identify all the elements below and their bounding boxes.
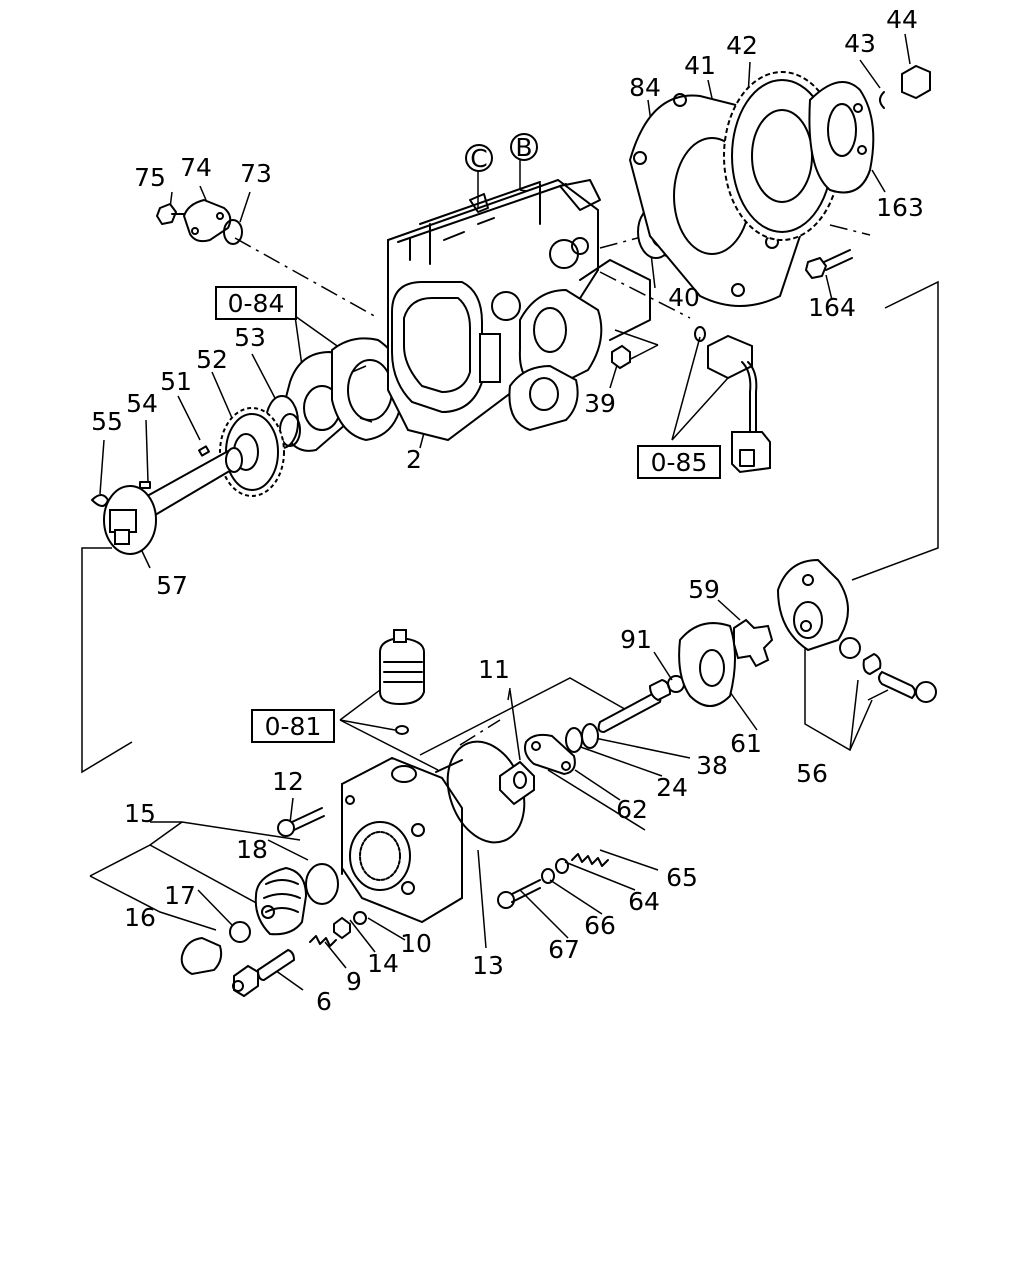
callout-41: 41: [684, 51, 716, 80]
svg-text:B: B: [515, 133, 532, 162]
part-164-bolt: [805, 249, 853, 279]
callout-59: 59: [688, 575, 720, 604]
callout-56: 56: [796, 759, 828, 788]
part-43-clip: [879, 91, 885, 109]
callout-74: 74: [180, 153, 212, 182]
callout-67: 67: [548, 935, 580, 964]
part-74-cover-plate: [182, 198, 232, 243]
part-24-washer: [565, 727, 583, 753]
boxed-reference-0-81: 0-81: [251, 709, 335, 743]
part-15-valve: [254, 866, 308, 936]
part-75-bolt: [156, 203, 187, 225]
part-59-spider: [733, 618, 774, 668]
part-65-spring: [571, 853, 609, 867]
callout-40: 40: [668, 283, 700, 312]
callout-44: 44: [886, 5, 918, 34]
callout-12: 12: [272, 767, 304, 796]
svg-text:C: C: [470, 144, 487, 173]
part-plunger: [499, 760, 535, 806]
part-163-hub: [808, 81, 875, 194]
part-12-bolt: [277, 807, 325, 837]
callout-65: 65: [666, 863, 698, 892]
callout-54: 54: [126, 389, 158, 418]
part-9-spring: [309, 935, 337, 947]
callout-43: 43: [844, 29, 876, 58]
callout-17: 17: [164, 881, 196, 910]
svg-text:0-85: 0-85: [651, 448, 708, 477]
callout-61: 61: [730, 729, 762, 758]
part-39-nut: [611, 344, 631, 370]
callout-91: 91: [620, 625, 652, 654]
callout-39: 39: [584, 389, 616, 418]
callout-52: 52: [196, 345, 228, 374]
part-18-o-ring: [305, 863, 339, 905]
callout-38: 38: [696, 751, 728, 780]
circled-reference-b: B: [510, 133, 538, 162]
boxed-reference-0-84: 0-84: [215, 286, 297, 320]
part-drive-shaft: [597, 679, 671, 733]
callout-13: 13: [472, 951, 504, 980]
part-2-pump-housing: [387, 178, 651, 442]
callout-18: 18: [236, 835, 268, 864]
callout-16: 16: [124, 903, 156, 932]
part-55-clip: [91, 494, 109, 507]
callout-73: 73: [240, 159, 272, 188]
circled-reference-c: C: [465, 144, 493, 173]
callout-51: 51: [160, 367, 192, 396]
callout-labels: 44 43 42 41 84 163 164 40 39 75 74 73 53…: [91, 5, 924, 1016]
callout-163: 163: [876, 193, 924, 222]
callout-2: 2: [406, 445, 422, 474]
callout-6: 6: [316, 987, 332, 1016]
callout-24: 24: [656, 773, 688, 802]
callout-42: 42: [726, 31, 758, 60]
part-6-nipple: [232, 948, 296, 998]
part-distributor-head: [341, 756, 463, 924]
part-0-81-solenoid: [379, 629, 425, 706]
part-66-washer: [541, 868, 555, 884]
part-57-coupling: [103, 485, 157, 555]
callout-57: 57: [156, 571, 188, 600]
part-0-85-sensor: [707, 334, 771, 474]
part-51-key: [198, 445, 210, 457]
part-44-nut: [901, 64, 931, 100]
part-61-plate: [678, 622, 736, 707]
callout-55: 55: [91, 407, 123, 436]
callout-53: 53: [234, 323, 266, 352]
callout-11: 11: [478, 655, 510, 684]
part-14-bolt: [333, 916, 351, 940]
svg-text:0-84: 0-84: [228, 289, 285, 318]
part-10-washer: [353, 911, 367, 925]
callout-62: 62: [616, 795, 648, 824]
callout-14: 14: [367, 949, 399, 978]
callout-15: 15: [124, 799, 156, 828]
callout-10: 10: [400, 929, 432, 958]
parts-art: [91, 64, 937, 998]
callout-84: 84: [629, 73, 661, 102]
part-17-washer: [229, 921, 251, 943]
part-16-bolt: [180, 936, 223, 976]
callout-9: 9: [346, 967, 362, 996]
part-38-washer: [581, 723, 599, 749]
part-67-bolt: [497, 879, 541, 909]
callout-64: 64: [628, 887, 660, 916]
callout-164: 164: [808, 293, 856, 322]
part-56-governor: [776, 558, 849, 652]
svg-text:0-81: 0-81: [265, 712, 322, 741]
boxed-reference-0-85: 0-85: [637, 445, 721, 479]
part-64-washer: [555, 858, 569, 874]
callout-75: 75: [134, 163, 166, 192]
part-54-key: [139, 481, 151, 489]
part-73-o-ring: [223, 219, 243, 245]
part-shaft: [138, 447, 243, 519]
callout-66: 66: [584, 911, 616, 940]
